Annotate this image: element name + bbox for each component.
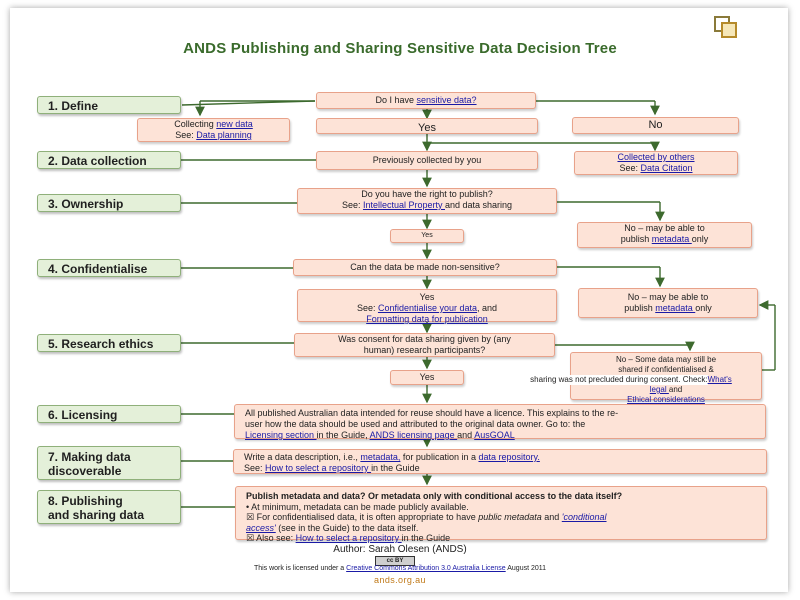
ethics-question-box: Was consent for data sharing given by (a…	[294, 333, 555, 357]
ands-licensing-page-link[interactable]: ANDS licensing page	[369, 430, 458, 440]
confidentialise-yes-box: Yes See: Confidentialise your data, and …	[297, 289, 557, 324]
sensitive-data-link[interactable]: sensitive data?	[416, 95, 477, 105]
ands-logo-icon	[714, 16, 738, 38]
metadata-link[interactable]: metadata,	[360, 452, 401, 462]
step-label-line-1: 8. Publishing	[48, 494, 123, 508]
new-data-box: Collecting new data See: Data planning	[137, 118, 290, 142]
ownership-yes-box: Yes	[390, 229, 464, 243]
data-repository-link[interactable]: data repository.	[478, 452, 540, 462]
define-no-box: No	[572, 117, 739, 134]
data-planning-link[interactable]: Data planning	[196, 130, 252, 140]
confidentialise-no-box: No – may be able to publish metadata onl…	[578, 288, 758, 318]
step-licensing: 6. Licensing	[37, 405, 181, 423]
discoverable-box: Write a data description, i.e., metadata…	[233, 449, 767, 474]
ethics-yes-box: Yes	[390, 370, 464, 385]
whats-link[interactable]: What's	[707, 375, 732, 384]
license-line: This work is licensed under a Creative C…	[253, 565, 547, 572]
confidentialise-question-box: Can the data be made non-sensitive?	[293, 259, 557, 276]
select-repository-link[interactable]: How to select a repository	[295, 533, 402, 543]
cc-by-badge[interactable]: cc BY	[375, 556, 415, 566]
define-question-box: Do I have sensitive data?	[316, 92, 536, 109]
page-title: ANDS Publishing and Sharing Sensitive Da…	[183, 40, 617, 57]
select-repository-link[interactable]: How to select a repository	[265, 463, 372, 473]
ethics-no-box: No – Some data may still be shared if co…	[530, 352, 762, 404]
step-label-line-2: discoverable	[48, 464, 122, 478]
step-label-line-2: and sharing data	[48, 508, 145, 522]
new-data-link[interactable]: new data	[216, 119, 253, 129]
conditional-access-link[interactable]: 'conditional	[561, 512, 607, 522]
conditional-access-link-cont[interactable]: access'	[246, 522, 276, 533]
publishing-box: Publish metadata and data? Or metadata o…	[235, 486, 767, 543]
collected-by-others-box: Collected by others See: Data Citation	[574, 151, 738, 175]
collected-by-others-link[interactable]: Collected by others	[617, 152, 695, 162]
metadata-link[interactable]: metadata	[651, 234, 692, 244]
step-publishing-and-sharing: 8. Publishing and sharing data	[37, 490, 181, 524]
metadata-link[interactable]: metadata	[655, 303, 696, 313]
data-citation-link[interactable]: Data Citation	[640, 163, 693, 173]
ethical-considerations-link[interactable]: Ethical considerations	[627, 395, 705, 404]
define-yes-box: Yes	[316, 118, 538, 134]
step-confidentialise: 4. Confidentialise	[37, 259, 181, 277]
step-ownership: 3. Ownership	[37, 194, 181, 212]
intellectual-property-link[interactable]: Intellectual Property	[362, 200, 445, 210]
ownership-no-box: No – may be able to publish metadata onl…	[577, 222, 752, 248]
author-line: Author: Sarah Olesen (ANDS)	[333, 544, 467, 555]
confidentialise-your-data-link[interactable]: Confidentialise your data	[377, 303, 478, 313]
ausgoal-link[interactable]: AusGOAL	[474, 430, 515, 440]
step-research-ethics: 5. Research ethics	[37, 334, 181, 352]
legal-link[interactable]: legal	[649, 385, 669, 394]
licensing-box: All published Australian data intended f…	[234, 404, 766, 440]
step-label-line-1: 7. Making data	[48, 450, 131, 464]
licensing-section-link[interactable]: Licensing section	[245, 430, 317, 440]
step-data-collection: 2. Data collection	[37, 151, 181, 169]
step-making-data-discoverable: 7. Making data discoverable	[37, 446, 181, 480]
ownership-question-box: Do you have the right to publish? See: I…	[297, 188, 557, 214]
step-define: 1. Define	[37, 96, 181, 114]
formatting-data-link[interactable]: Formatting data for publication	[366, 314, 488, 324]
cc-license-link[interactable]: Creative Commons Attribution 3.0 Austral…	[346, 565, 506, 572]
site-url[interactable]: ands.org.au	[374, 575, 426, 585]
publishing-heading: Publish metadata and data? Or metadata o…	[246, 491, 623, 501]
previously-collected-box: Previously collected by you	[316, 151, 538, 170]
